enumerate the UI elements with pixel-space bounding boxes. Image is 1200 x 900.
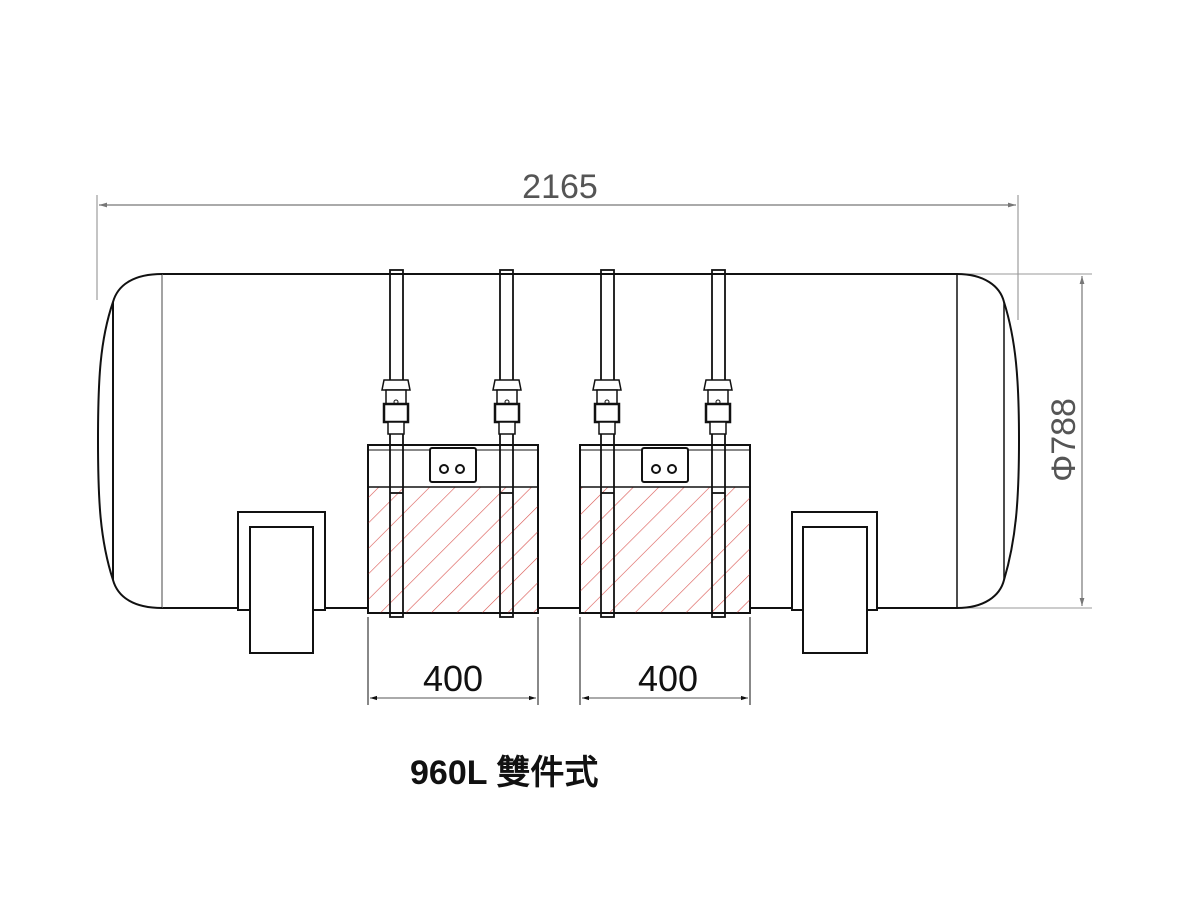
box-1-width-label: 400 xyxy=(423,658,483,699)
diameter-label: Φ788 xyxy=(1045,398,1083,482)
box-2-width-label: 400 xyxy=(638,658,698,699)
strap xyxy=(711,269,726,618)
control-panel xyxy=(429,447,477,483)
drawing-title: 960L 雙件式 xyxy=(410,754,598,792)
box-2-width-dimension: 400 xyxy=(579,617,751,705)
strap xyxy=(389,269,404,618)
overall-length-label: 2165 xyxy=(522,168,598,206)
battery-box-2 xyxy=(579,444,751,614)
strap xyxy=(499,269,514,618)
control-panel xyxy=(641,447,689,483)
buckle-icon xyxy=(491,378,523,436)
buckle-icon xyxy=(380,378,412,436)
right-saddle xyxy=(791,511,878,654)
overall-length-dimension: 2165 xyxy=(96,168,1019,320)
straps xyxy=(389,269,726,618)
buckles xyxy=(380,378,734,436)
left-saddle xyxy=(237,511,326,654)
tank-body xyxy=(96,273,1021,609)
battery-box-1 xyxy=(367,444,539,614)
strap xyxy=(600,269,615,618)
box-1-width-dimension: 400 xyxy=(367,617,539,705)
diameter-dimension: Φ788 xyxy=(960,273,1092,609)
buckle-icon xyxy=(702,378,734,436)
buckle-icon xyxy=(591,378,623,436)
